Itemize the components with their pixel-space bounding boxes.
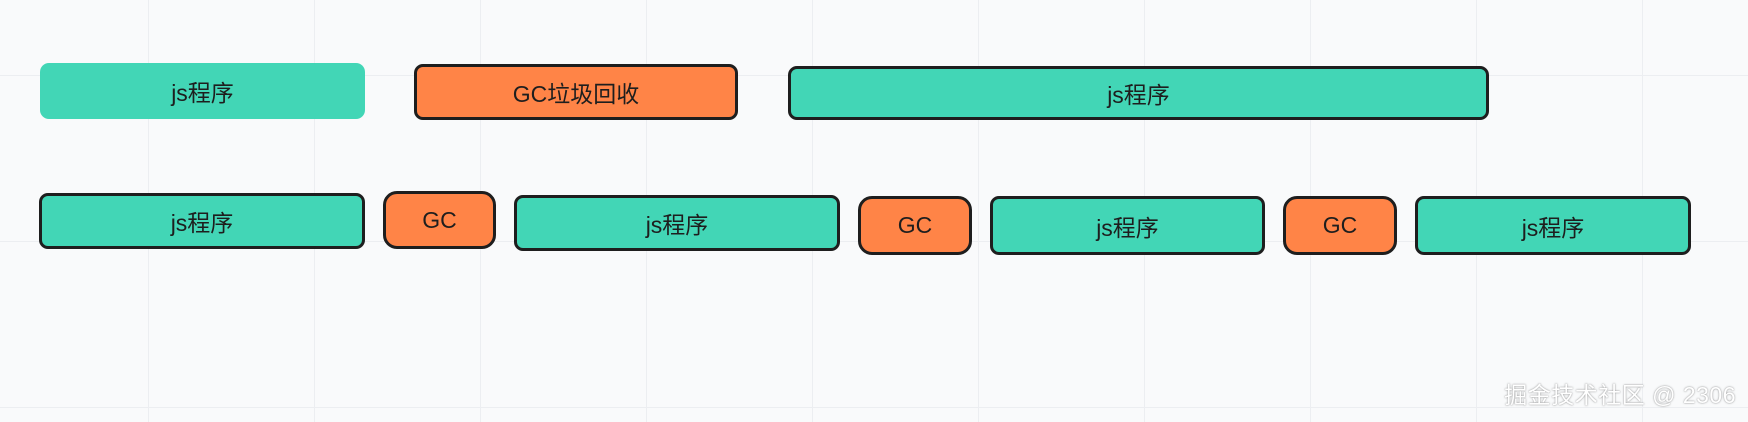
gc-block: GC垃圾回收	[414, 64, 738, 120]
js-program-block: js程序	[40, 63, 365, 119]
js-program-block: js程序	[514, 195, 840, 251]
watermark-text: 掘金技术社区 @ 2306	[1504, 382, 1736, 408]
js-program-block: js程序	[788, 66, 1489, 120]
js-program-block: js程序	[990, 196, 1265, 255]
gc-block: GC	[1283, 196, 1397, 255]
js-program-block: js程序	[39, 193, 365, 249]
gc-block: GC	[858, 196, 972, 255]
js-program-block: js程序	[1415, 196, 1691, 255]
gc-block: GC	[383, 191, 496, 249]
